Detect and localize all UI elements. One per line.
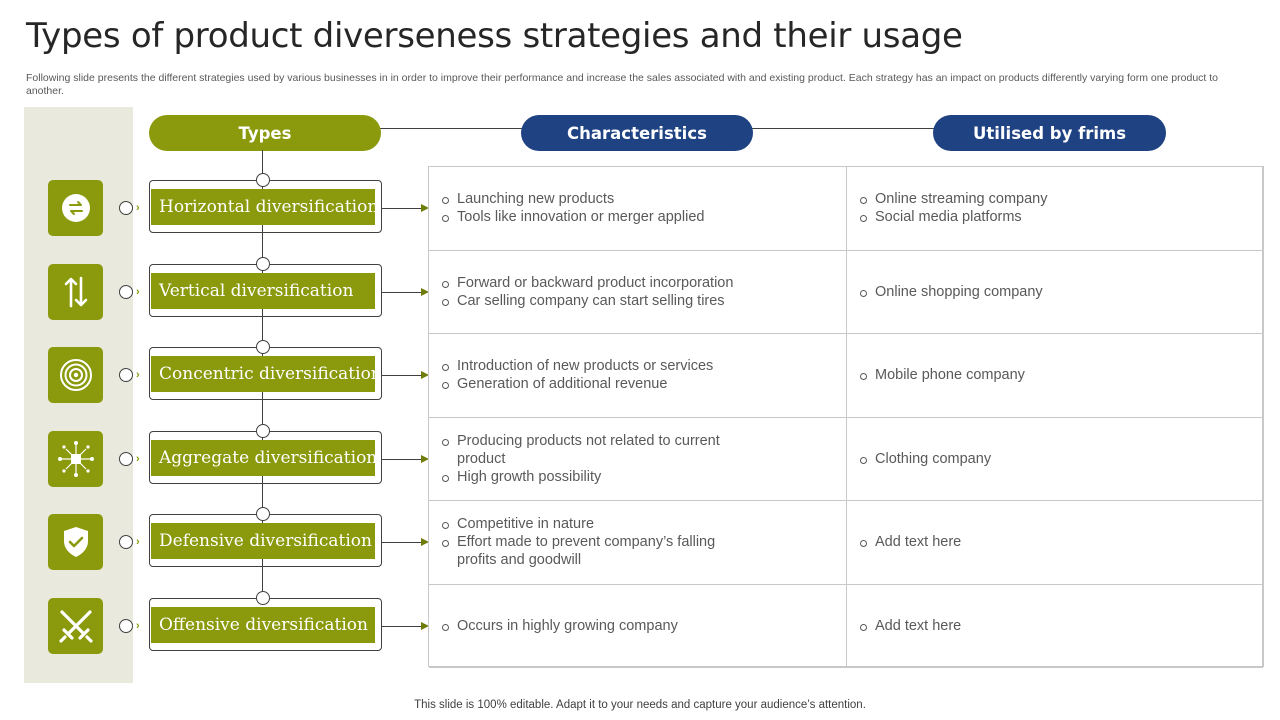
arrows-exchange-icon	[61, 193, 91, 223]
spine-node	[256, 173, 270, 187]
characteristics-cell: Forward or backward product incorporatio…	[429, 250, 847, 334]
list-item: Social media platforms	[857, 208, 1047, 226]
chevron-right-icon: ›	[136, 452, 140, 465]
chevron-right-icon: ›	[136, 369, 140, 381]
type-label: Vertical diversification	[151, 272, 375, 309]
chevron-right-icon: ›	[136, 285, 140, 298]
list-item: Competitive in nature	[439, 515, 739, 533]
bullet-list: Add text here	[857, 617, 961, 635]
connector-ring	[119, 201, 133, 215]
up-down-arrows-icon	[62, 275, 90, 309]
list-item: Online shopping company	[857, 283, 1043, 301]
arrow-right-icon	[421, 371, 429, 379]
row-arrow-line	[382, 458, 422, 460]
header-types: Types	[149, 115, 381, 151]
spine-node	[256, 256, 270, 271]
target-icon	[59, 358, 93, 392]
list-item: Add text here	[857, 617, 961, 635]
bullet-list: Add text here	[857, 533, 961, 551]
header-utilised-by-firms: Utilised by frims	[933, 115, 1166, 151]
bullet-list: Forward or backward product incorporatio…	[439, 274, 733, 310]
list-item: Clothing company	[857, 450, 991, 468]
connector-ring	[119, 618, 133, 633]
list-item: Occurs in highly growing company	[439, 617, 678, 635]
bullet-list: Introduction of new products or services…	[439, 357, 713, 393]
bullet-list: Occurs in highly growing company	[439, 617, 678, 635]
row-arrow-line	[382, 375, 422, 377]
type-label: Offensive diversification	[151, 606, 375, 643]
list-item: Add text here	[857, 533, 961, 551]
bullet-list: Clothing company	[857, 450, 991, 468]
bullet-list: Producing products not related to curren…	[439, 432, 739, 486]
target-tile	[48, 347, 103, 403]
arrow-right-icon	[421, 621, 429, 630]
type-label: Defensive diversification	[151, 523, 375, 559]
header-characteristics: Characteristics	[521, 115, 753, 151]
arrow-right-icon	[421, 204, 429, 212]
type-label: Concentric diversification	[151, 356, 382, 392]
spine-node	[256, 423, 270, 438]
connector-ring	[119, 284, 133, 299]
row-arrow-line	[382, 625, 422, 627]
characteristics-cell: Occurs in highly growing company	[429, 584, 847, 668]
connector-ring	[119, 368, 133, 382]
type-label: Aggregate diversification	[151, 439, 377, 476]
spine-node	[256, 590, 270, 605]
utilised-cell: Clothing company	[847, 417, 1263, 501]
arrow-right-icon	[421, 287, 429, 296]
utilised-cell: Add text here	[847, 501, 1263, 585]
list-item: Online streaming company	[857, 190, 1047, 208]
page-title: Types of product diverseness strategies …	[26, 16, 963, 56]
utilised-cell: Mobile phone company	[847, 334, 1263, 418]
arrow-right-icon	[421, 538, 429, 546]
list-item: Car selling company can start selling ti…	[439, 292, 733, 310]
spine-node	[256, 507, 270, 521]
page-subtitle: Following slide presents the different s…	[26, 72, 1219, 97]
chevron-right-icon: ›	[136, 202, 140, 214]
list-item: Tools like innovation or merger applied	[439, 208, 704, 226]
list-item: Generation of additional revenue	[439, 375, 713, 393]
connector-ring	[119, 451, 133, 466]
footer-note: This slide is 100% editable. Adapt it to…	[414, 699, 866, 711]
characteristics-cell: Introduction of new products or services…	[429, 334, 847, 418]
list-item: Introduction of new products or services	[439, 357, 713, 375]
up-down-arrows-tile	[48, 263, 103, 320]
list-item: Producing products not related to curren…	[439, 432, 739, 468]
chevron-right-icon: ›	[136, 619, 140, 632]
utilised-cell: Online shopping company	[847, 250, 1263, 334]
list-item: Effort made to prevent company’s falling…	[439, 533, 739, 569]
crossed-swords-tile	[48, 597, 103, 654]
bullet-list: Mobile phone company	[857, 366, 1025, 384]
row-arrow-line	[382, 208, 422, 210]
crossed-swords-icon	[57, 607, 95, 645]
chevron-right-icon: ›	[136, 536, 140, 548]
list-item: Forward or backward product incorporatio…	[439, 274, 733, 292]
network-hub-icon	[56, 439, 96, 479]
list-item: High growth possibility	[439, 468, 739, 486]
network-hub-tile	[48, 430, 103, 487]
connector-ring	[119, 535, 133, 549]
list-item: Mobile phone company	[857, 366, 1025, 384]
spine-node	[256, 340, 270, 354]
type-label: Horizontal diversification	[151, 189, 378, 225]
arrow-right-icon	[421, 454, 429, 463]
arrows-exchange-tile	[48, 180, 103, 236]
list-item: Launching new products	[439, 190, 704, 208]
row-arrow-line	[382, 291, 422, 293]
bullet-list: Online shopping company	[857, 283, 1043, 301]
characteristics-cell: Producing products not related to curren…	[429, 417, 847, 501]
utilised-cell: Add text here	[847, 584, 1263, 668]
row-arrow-line	[382, 542, 422, 544]
shield-check-tile	[48, 514, 103, 570]
shield-check-icon	[61, 525, 91, 559]
